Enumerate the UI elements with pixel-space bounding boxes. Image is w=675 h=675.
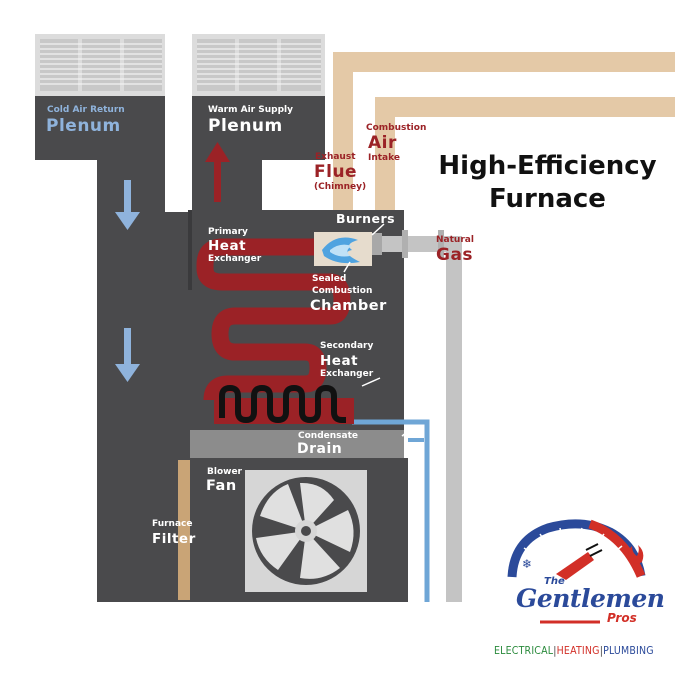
fire-icon xyxy=(628,545,644,564)
burner-assembly xyxy=(314,232,372,266)
logo-plumbing: PLUMBING xyxy=(603,645,654,657)
down-arrow-icon xyxy=(115,328,140,382)
gas-label: Gas xyxy=(436,245,474,265)
logo-services: ELECTRICAL|HEATING|PLUMBING xyxy=(494,645,654,657)
return-grille xyxy=(35,34,165,96)
logo-electrical: ELECTRICAL xyxy=(494,645,554,657)
primary-exchanger-label: Exchanger xyxy=(208,254,262,264)
plug-icon xyxy=(556,552,594,580)
intake-label: Intake xyxy=(368,153,400,163)
natural-label: Natural xyxy=(436,235,474,245)
gas-pipe xyxy=(368,230,462,602)
up-arrow-icon xyxy=(205,142,230,202)
cold-air-return-duct xyxy=(35,95,190,602)
logo-separator: | xyxy=(599,645,604,657)
secondary-heat-exchanger xyxy=(214,384,354,424)
cold-air-return-label: Cold Air Return xyxy=(47,105,125,115)
secondary-exchanger-label: Exchanger xyxy=(320,369,374,379)
flue-label: Flue xyxy=(314,162,358,182)
sealed-combustion-label: Combustion xyxy=(312,286,373,296)
burners-label: Burners xyxy=(336,211,396,226)
primary-heat-exchanger xyxy=(196,238,351,401)
furnace-filter xyxy=(178,460,190,600)
fan-label: Fan xyxy=(206,478,237,494)
secondary-heat-label: Heat xyxy=(320,353,359,369)
title-line-1: High-Efficiency xyxy=(438,151,657,181)
secondary-label: Secondary xyxy=(320,341,374,351)
logo-the: The xyxy=(544,576,565,587)
condensate-shelf xyxy=(190,430,404,458)
supply-grille xyxy=(192,34,325,96)
exhaust-flue-pipe xyxy=(333,52,675,212)
pointer-lines xyxy=(343,223,411,437)
condensate-label: Condensate xyxy=(298,431,358,441)
air-label: Air xyxy=(368,133,397,153)
warm-air-supply-plenum-label: Plenum xyxy=(208,116,283,136)
filter-label: Filter xyxy=(152,531,196,547)
combustion-air-pipe xyxy=(375,97,675,212)
gentlemen-pros-logo: ❄ xyxy=(507,519,646,624)
warm-air-supply-label: Warm Air Supply xyxy=(208,105,293,115)
logo-name: Gentlemen xyxy=(516,584,665,613)
primary-heat-label: Heat xyxy=(208,238,247,254)
blower-fan xyxy=(245,470,367,592)
logo-separator: | xyxy=(553,645,557,657)
warm-air-supply-duct xyxy=(192,95,325,210)
primary-label: Primary xyxy=(208,227,248,237)
exhaust-label: Exhaust xyxy=(315,152,356,162)
furnace-filter-small-label: Furnace xyxy=(152,519,193,529)
snowflake-icon: ❄ xyxy=(522,557,532,571)
chimney-label: (Chimney) xyxy=(314,182,367,192)
down-arrow-icon xyxy=(115,180,140,230)
logo-heating: HEATING xyxy=(556,645,600,657)
chamber-label: Chamber xyxy=(310,298,387,314)
title-line-2: Furnace xyxy=(489,183,606,214)
condensate-drain-pipe xyxy=(352,419,430,602)
cold-air-return-plenum-label: Plenum xyxy=(46,116,121,136)
combustion-air-label: Combustion xyxy=(366,123,427,133)
logo-pros: Pros xyxy=(607,611,637,625)
sealed-label: Sealed xyxy=(312,274,347,284)
page-title: High-Efficiency Furnace xyxy=(420,150,675,215)
duct-divider xyxy=(188,210,192,290)
drain-label: Drain xyxy=(297,441,343,457)
blower-label: Blower xyxy=(207,467,242,477)
